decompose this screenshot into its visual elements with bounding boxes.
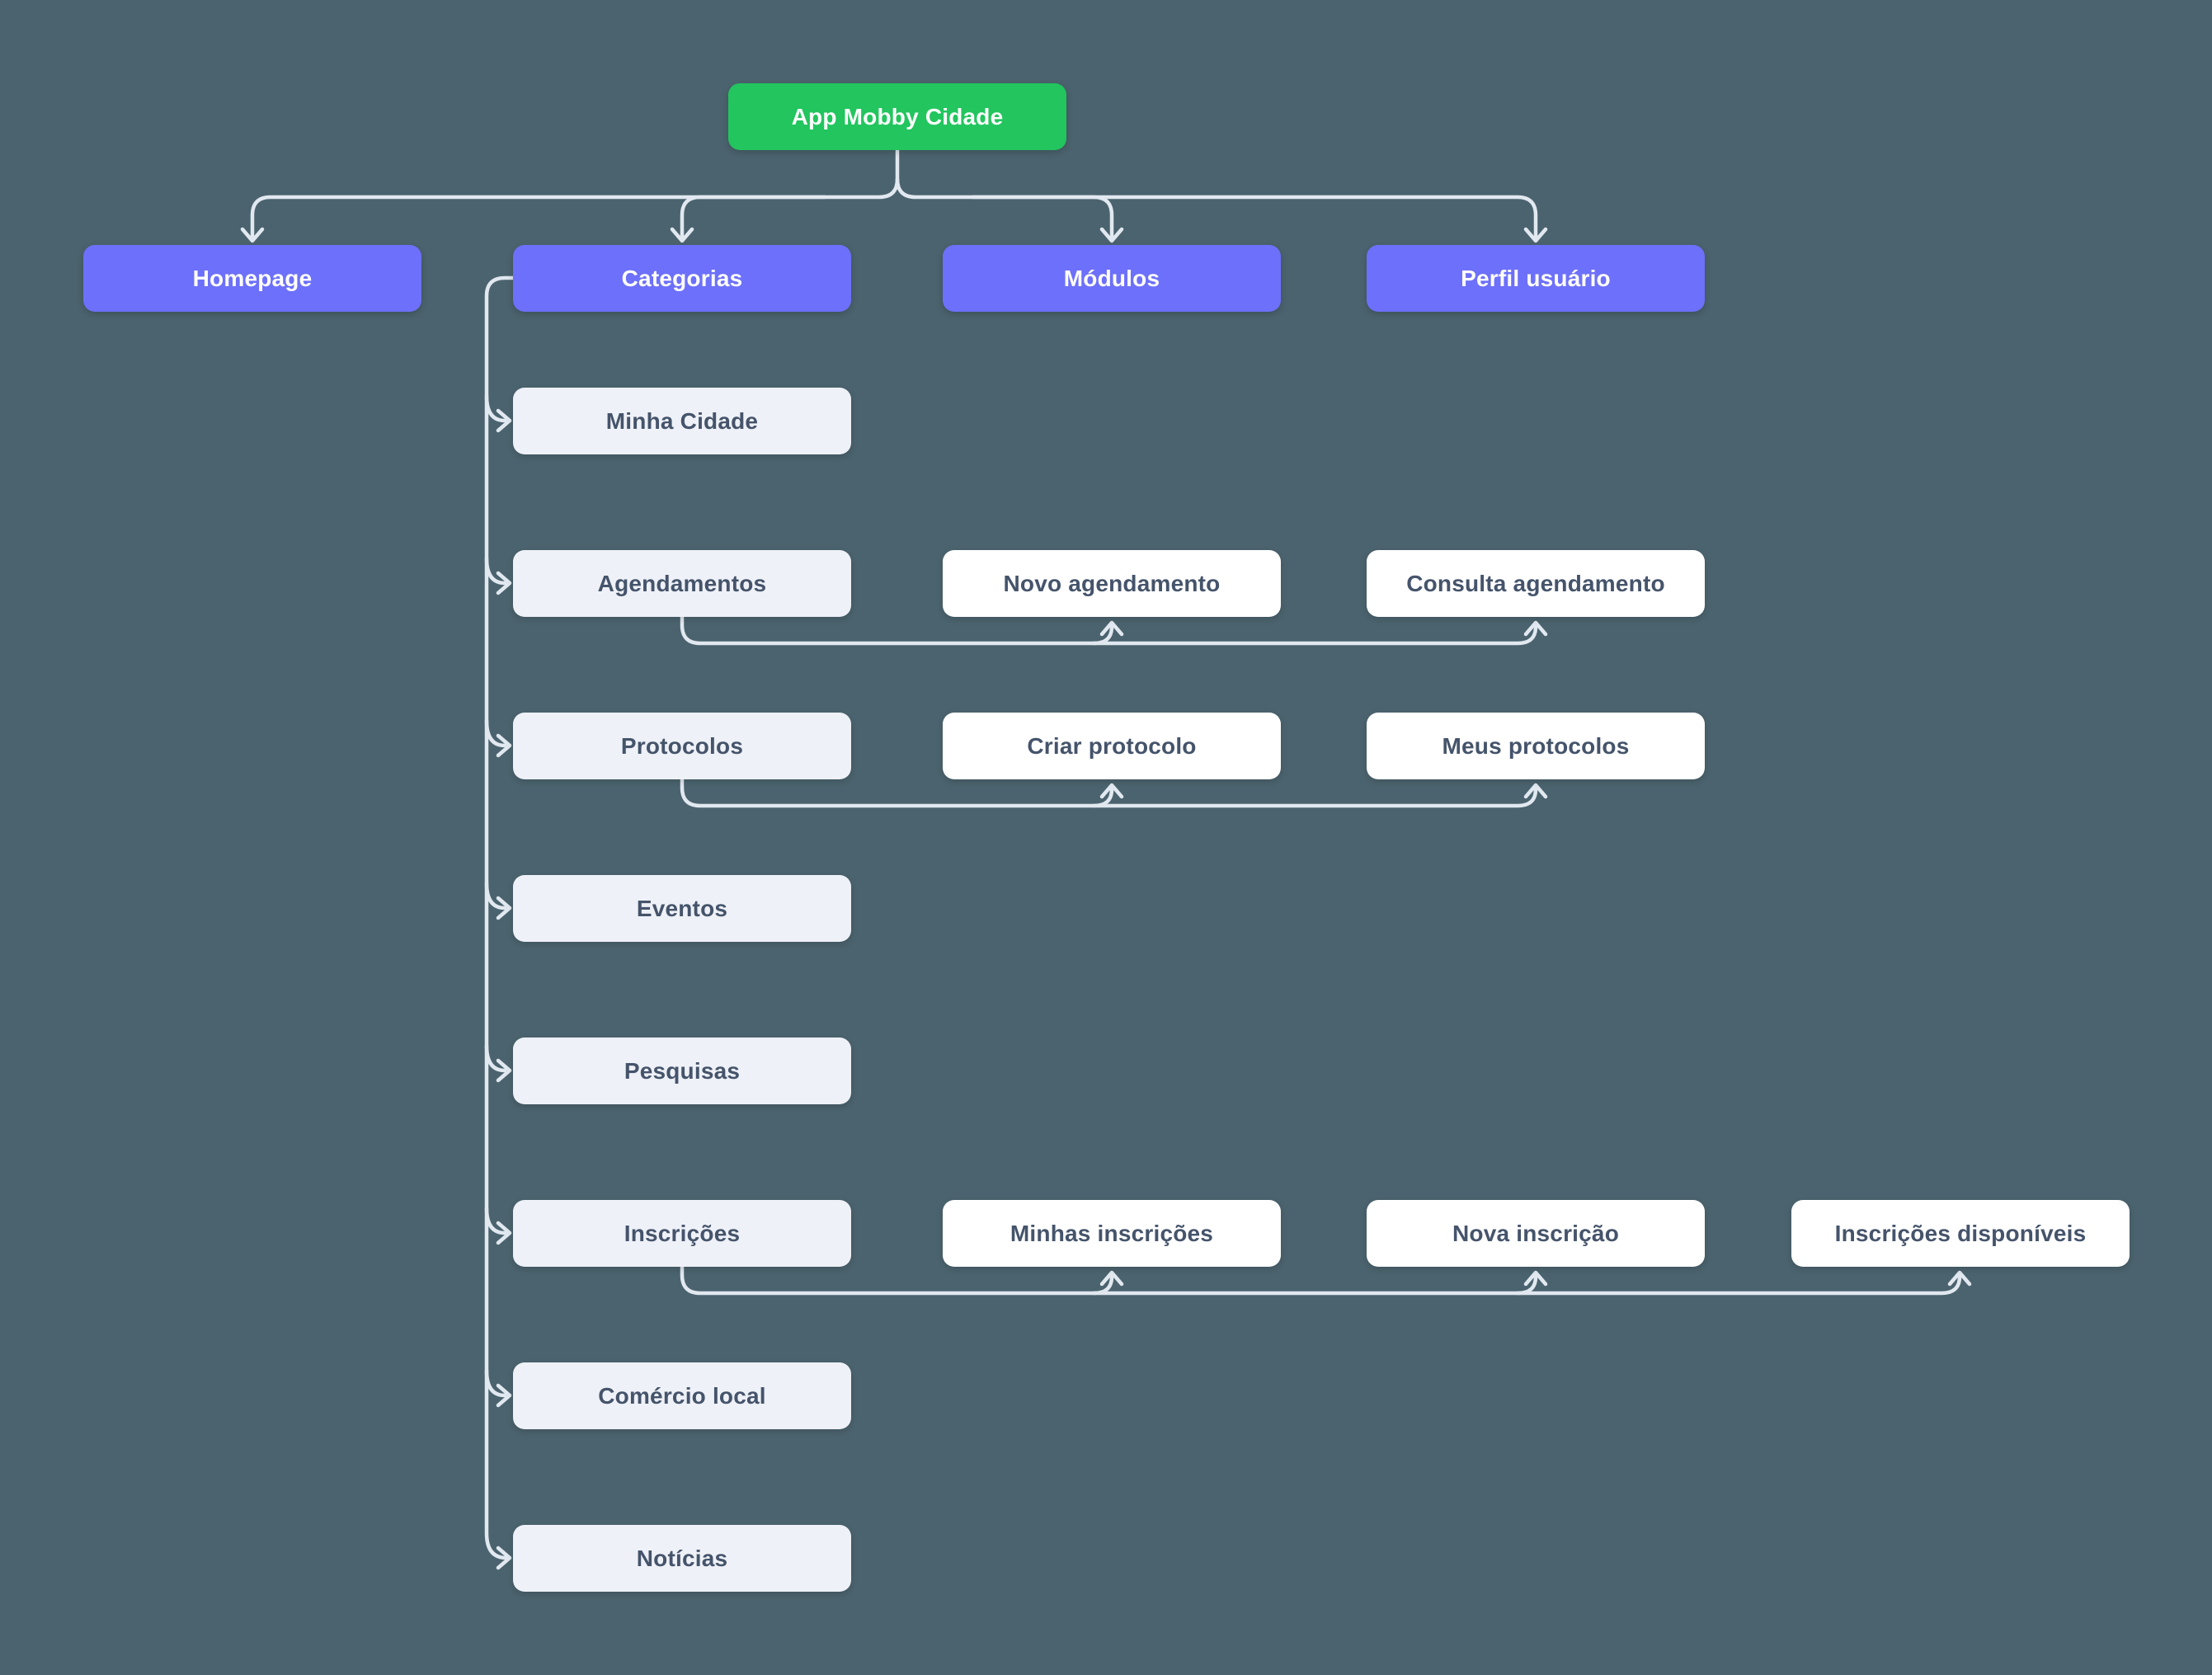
connector-branch-protocolos: [484, 718, 507, 748]
connector-root-to-modulos: [971, 195, 1114, 241]
node-consulta-agendamento: Consulta agendamento: [1367, 550, 1705, 617]
arrowhead-down-modulos: [1099, 227, 1124, 243]
connector-branch-criar-protocolo: [1091, 787, 1114, 808]
node-minha-cidade: Minha Cidade: [513, 388, 851, 454]
arrowhead-right-agendamentos: [496, 571, 512, 595]
node-protocolos: Protocolos: [513, 713, 851, 779]
protocolos-row-connectors: [680, 777, 1548, 808]
node-categorias-label: Categorias: [621, 265, 743, 291]
node-comercio-local: Comércio local: [513, 1362, 851, 1429]
node-protocolos-label: Protocolos: [620, 732, 744, 759]
node-agendamentos: Agendamentos: [513, 550, 851, 617]
connector-branch-minhas-inscricoes: [1091, 1274, 1114, 1296]
node-minhas-inscricoes-label: Minhas inscrições: [1010, 1220, 1214, 1246]
node-noticias: Notícias: [513, 1525, 851, 1592]
node-nova-inscricao-label: Nova inscrição: [1452, 1220, 1619, 1246]
arrowhead-up-nova-inscricao: [1523, 1270, 1548, 1287]
node-agendamentos-label: Agendamentos: [597, 570, 767, 596]
root-tree-connectors: [240, 148, 1548, 243]
node-pesquisas: Pesquisas: [513, 1037, 851, 1104]
arrowhead-down-perfil: [1523, 227, 1548, 243]
node-pesquisas-label: Pesquisas: [624, 1057, 741, 1084]
node-homepage-label: Homepage: [192, 265, 313, 291]
connector-branch-eventos: [484, 881, 507, 910]
node-app-mobby-cidade-label: App Mobby Cidade: [791, 103, 1004, 129]
arrowhead-right-inscricoes: [496, 1221, 512, 1245]
node-homepage: Homepage: [83, 245, 421, 312]
arrowhead-up-criar-protocolo: [1099, 783, 1124, 799]
arrowhead-right-protocolos: [496, 733, 512, 758]
node-comercio-local-label: Comércio local: [598, 1382, 766, 1409]
node-novo-agendamento-label: Novo agendamento: [1003, 570, 1221, 596]
arrowhead-right-eventos: [496, 896, 512, 920]
node-modulos-label: Módulos: [1063, 265, 1160, 291]
agendamentos-row-connectors: [680, 614, 1548, 646]
connector-branch-comercio-local: [484, 1368, 507, 1398]
node-minhas-inscricoes: Minhas inscrições: [943, 1200, 1281, 1267]
arrowhead-up-consulta-agendamento: [1523, 620, 1548, 637]
node-noticias-label: Notícias: [636, 1545, 728, 1571]
node-eventos-label: Eventos: [636, 895, 728, 921]
node-nova-inscricao: Nova inscrição: [1367, 1200, 1705, 1267]
node-app-mobby-cidade: App Mobby Cidade: [728, 83, 1066, 150]
node-inscricoes: Inscrições: [513, 1200, 851, 1267]
arrowhead-up-novo-agendamento: [1099, 620, 1124, 637]
node-inscricoes-label: Inscrições: [624, 1220, 741, 1246]
node-inscricoes-disponiveis-label: Inscrições disponíveis: [1834, 1220, 2087, 1246]
connector-branch-minha-cidade: [484, 393, 507, 423]
arrowhead-down-homepage: [240, 227, 265, 243]
connector-inscricoes-row: [680, 1264, 1962, 1296]
connector-root-to-perfil: [895, 176, 1538, 241]
node-categorias: Categorias: [513, 245, 851, 312]
arrowhead-right-pesquisas: [496, 1058, 512, 1083]
node-perfil-usuario: Perfil usuário: [1367, 245, 1705, 312]
categorias-rail-connectors: [484, 275, 515, 1570]
inscricoes-row-connectors: [680, 1264, 1972, 1296]
node-inscricoes-disponiveis: Inscrições disponíveis: [1791, 1200, 2130, 1267]
connector-branch-agendamentos: [484, 556, 507, 586]
arrowhead-down-categorias: [670, 227, 694, 243]
connector-categorias-rail: [484, 275, 515, 1560]
node-criar-protocolo: Criar protocolo: [943, 713, 1281, 779]
connector-branch-nova-inscricao: [1515, 1274, 1538, 1296]
node-novo-agendamento: Novo agendamento: [943, 550, 1281, 617]
connector-branch-inscricoes: [484, 1206, 507, 1235]
arrowhead-right-minha-cidade: [496, 408, 512, 433]
node-meus-protocolos: Meus protocolos: [1367, 713, 1705, 779]
node-perfil-usuario-label: Perfil usuário: [1461, 265, 1611, 291]
node-minha-cidade-label: Minha Cidade: [605, 407, 759, 434]
connector-branch-pesquisas: [484, 1043, 507, 1073]
connector-root-to-categorias: [680, 195, 827, 241]
arrowhead-up-inscricoes-disponiveis: [1947, 1270, 1972, 1287]
connector-branch-novo-agendamento: [1091, 624, 1114, 646]
arrowhead-right-noticias: [496, 1546, 512, 1570]
node-criar-protocolo-label: Criar protocolo: [1027, 732, 1197, 759]
node-meus-protocolos-label: Meus protocolos: [1442, 732, 1630, 759]
node-modulos: Módulos: [943, 245, 1281, 312]
node-eventos: Eventos: [513, 875, 851, 942]
node-consulta-agendamento-label: Consulta agendamento: [1406, 570, 1665, 596]
connector-root-to-homepage: [250, 148, 900, 241]
arrowhead-right-comercio-local: [496, 1383, 512, 1408]
connector-agendamentos-row: [680, 614, 1538, 646]
arrowhead-up-minhas-inscricoes: [1099, 1270, 1124, 1287]
connector-protocolos-row: [680, 777, 1538, 808]
arrowhead-up-meus-protocolos: [1523, 783, 1548, 799]
